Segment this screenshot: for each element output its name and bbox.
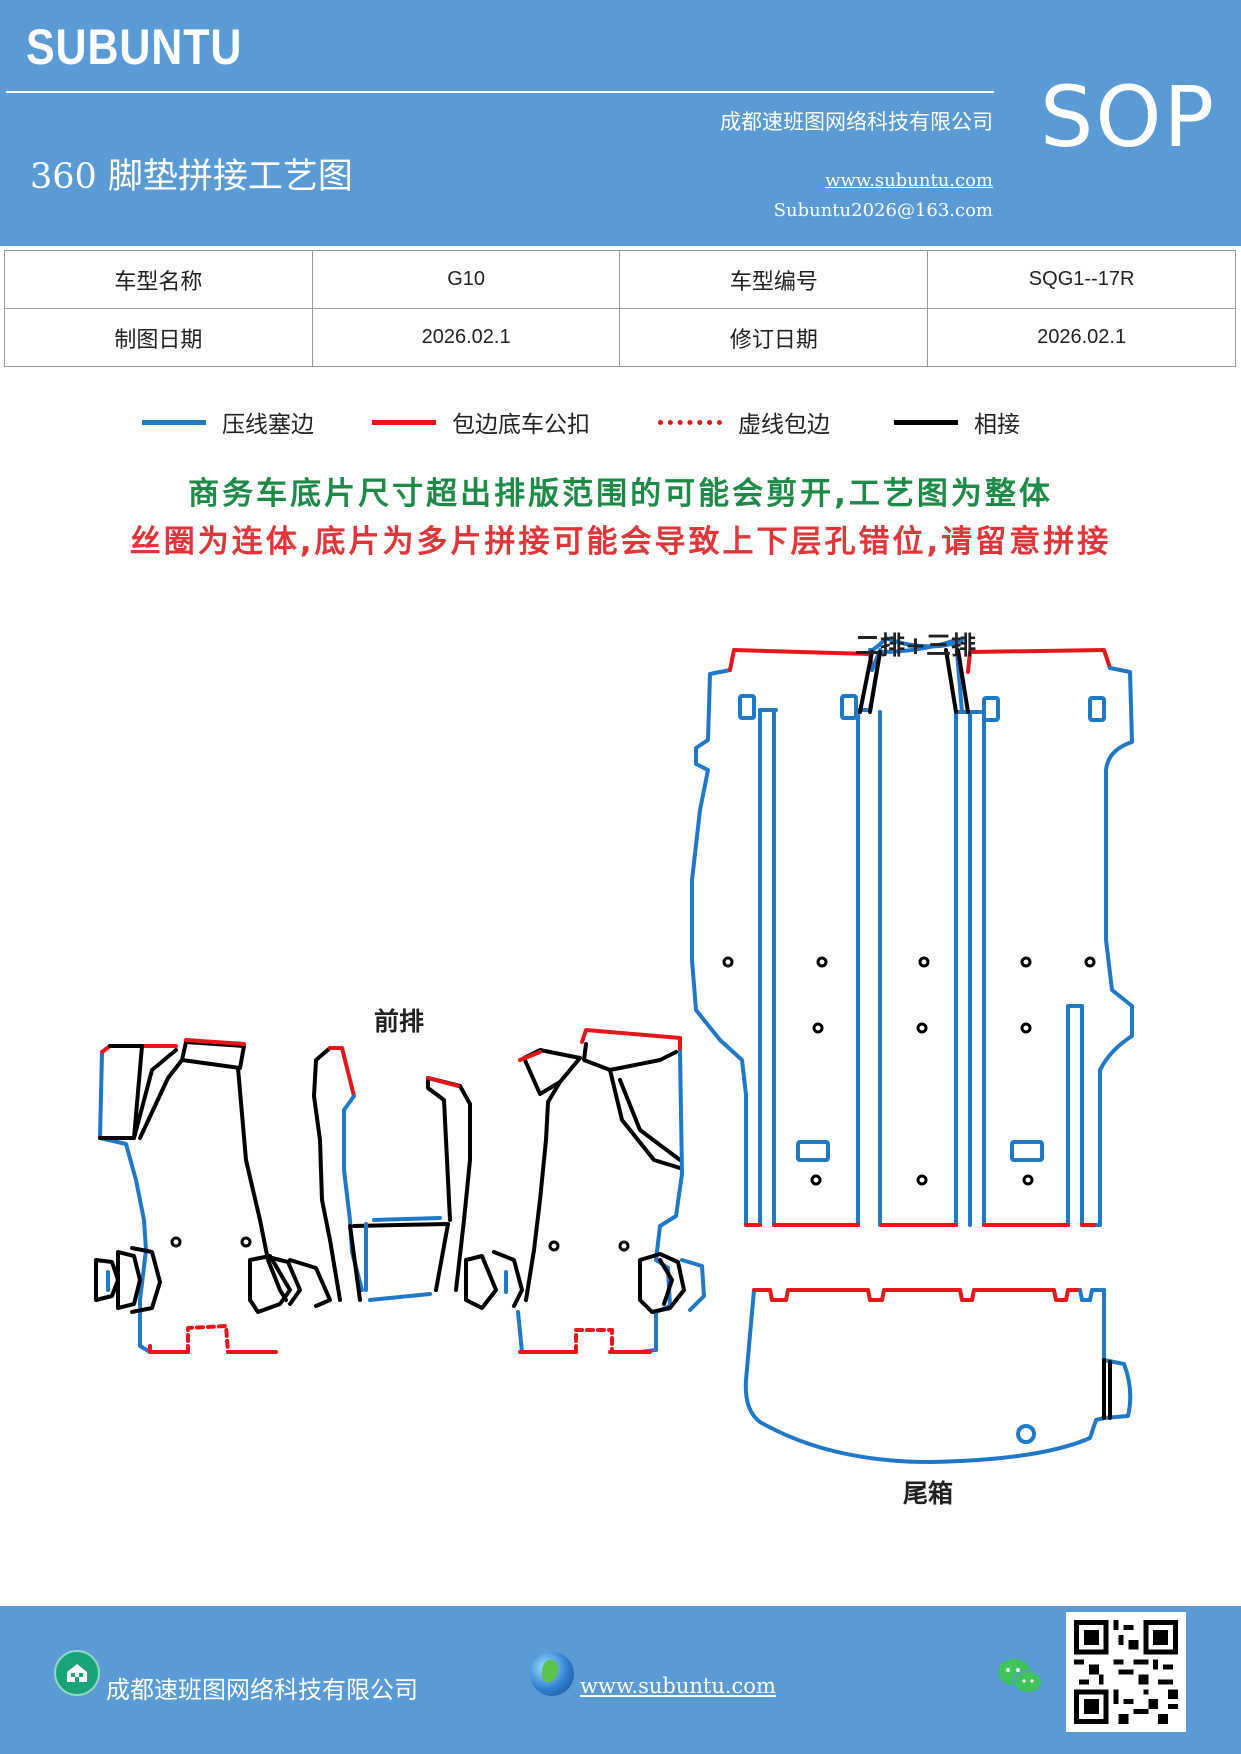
mat-outline-drawing (94, 636, 1134, 1464)
legend-label: 虚线包边 (738, 412, 830, 438)
revise-date-value: 2026.02.1 (927, 308, 1236, 367)
legend-item-wrap-edge: 包边底车公扣 (372, 402, 590, 442)
trunk-mat (743, 1288, 1133, 1464)
qr-code[interactable] (1066, 1612, 1186, 1732)
legend-swatch-red (372, 419, 436, 425)
header-company-name: 成都速班图网络科技有限公司 (720, 110, 993, 134)
footer-company-name: 成都速班图网络科技有限公司 (106, 1676, 418, 1704)
revise-date-label: 修订日期 (619, 308, 929, 367)
model-name-label: 车型名称 (4, 250, 313, 309)
header-divider (6, 91, 994, 93)
legend-swatch-black (894, 419, 958, 425)
home-icon (54, 1650, 100, 1696)
legend-item-joined: 相接 (894, 402, 1020, 442)
header-website-link[interactable]: www.subuntu.com (825, 170, 993, 191)
legend-label: 压线塞边 (222, 412, 314, 438)
sop-badge: SOP (1040, 68, 1217, 166)
note-line-1: 商务车底片尺寸超出排版范围的可能会剪开,工艺图为整体 (188, 476, 1053, 512)
brand-logo: SUBUNTU (26, 19, 243, 75)
legend-label: 包边底车公扣 (452, 412, 590, 438)
building-icon (67, 1664, 87, 1682)
line-legend: 压线塞边 包边底车公扣 虚线包边 相接 (0, 402, 1241, 442)
header-email: Subuntu2026@163.com (773, 200, 993, 221)
front-row-mat (94, 1028, 706, 1354)
qr-code-pattern (1074, 1620, 1178, 1724)
legend-swatch-blue (142, 419, 206, 425)
note-line-2: 丝圈为连体,底片为多片拼接可能会导致上下层孔错位,请留意拼接 (129, 524, 1112, 560)
table-row: 制图日期 2026.02.1 修订日期 2026.02.1 (4, 308, 1236, 367)
draw-date-value: 2026.02.1 (311, 308, 621, 367)
footer-website-link[interactable]: www.subuntu.com (580, 1674, 776, 1698)
legend-item-dotted-edge: 虚线包边 (658, 402, 830, 442)
wechat-icon[interactable] (996, 1656, 1044, 1698)
page-header: SUBUNTU 成都速班图网络科技有限公司 360 脚垫拼接工艺图 www.su… (0, 0, 1241, 246)
model-code-label: 车型编号 (619, 250, 929, 309)
legend-label: 相接 (974, 412, 1020, 438)
globe-icon (530, 1652, 574, 1696)
trunk-label: 尾箱 (903, 1479, 954, 1508)
model-name-value: G10 (311, 250, 621, 309)
rear-row-label: 二排+三排 (855, 631, 976, 660)
rear-row-mat (690, 636, 1134, 1227)
page-footer: 成都速班图网络科技有限公司 www.subuntu.com (0, 1606, 1241, 1754)
page-title: 360 脚垫拼接工艺图 (30, 157, 353, 197)
model-code-value: SQG1--17R (927, 250, 1236, 309)
table-row: 车型名称 G10 车型编号 SQG1--17R (4, 250, 1236, 309)
legend-swatch-red-dotted (658, 419, 722, 425)
legend-item-press-line: 压线塞边 (142, 402, 314, 442)
draw-date-label: 制图日期 (4, 308, 313, 367)
front-row-label: 前排 (374, 1007, 425, 1036)
info-table: 车型名称 G10 车型编号 SQG1--17R 制图日期 2026.02.1 修… (4, 250, 1236, 367)
floor-mat-diagram: 二排+三排 前排 尾箱 (0, 600, 1241, 1520)
